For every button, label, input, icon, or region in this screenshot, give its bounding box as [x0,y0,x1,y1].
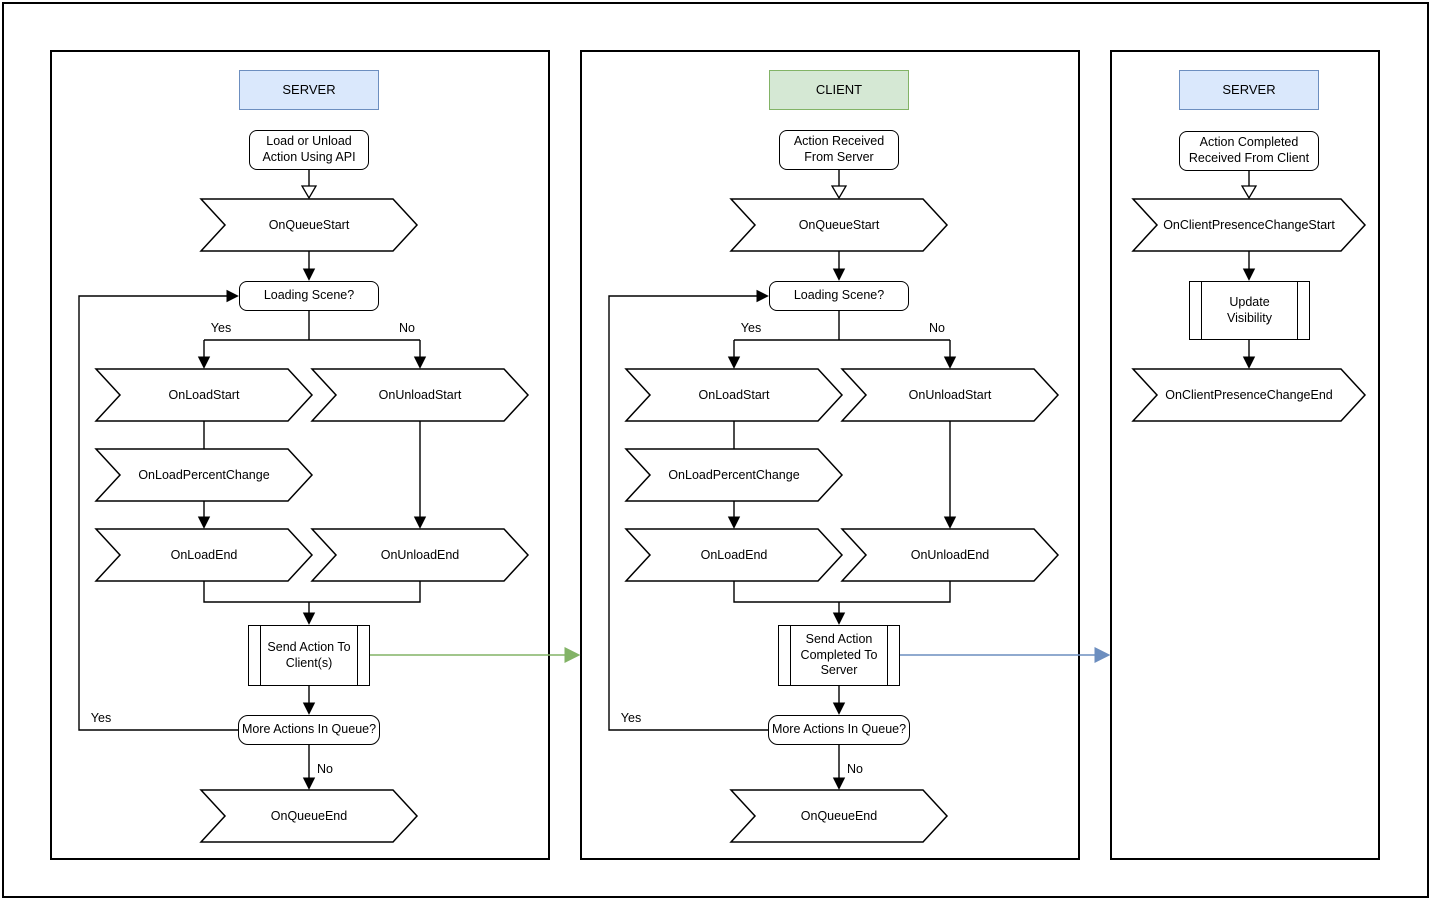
open-arrowhead-p3 [1240,185,1258,200]
shape-p1-onloadend [94,528,314,582]
shape-p3-onclientpresencechangeend [1131,368,1367,422]
open-arrowhead-p1 [300,185,318,200]
p2-entry-label: Action Received From Server [793,134,885,164]
shape-p2-onqueueend [729,789,949,843]
p2-send-left-bar [790,626,791,685]
conn-p1-merge [203,581,421,603]
server2-header: SERVER [1179,70,1319,110]
p1-more-actions-label: More Actions In Queue? [241,722,377,737]
panel-client [580,50,1080,860]
p2-loading-scene-label: Loading Scene? [793,288,885,303]
p2-loop-yes-label: Yes [620,711,642,725]
p1-send-action-node: Send Action To Client(s) [248,625,370,686]
shape-p3-onclientpresencechangestart [1131,198,1367,252]
p1-send-label: Send Action To Client(s) [267,639,351,670]
shape-p1-onloadpercentchange [94,448,314,502]
shape-p1-onunloadstart [310,368,530,422]
server-header-label: SERVER [282,81,336,97]
p1-loading-scene-node: Loading Scene? [239,281,379,311]
p1-entry-label: Load or Unload Action Using API [262,134,356,164]
conn-p2-branch-split [734,311,950,341]
shape-p2-onunloadstart [840,368,1060,422]
p1-send-right-bar [357,626,358,685]
conn-p1-branch-split [204,311,420,341]
p2-queueend-no-label: No [847,762,863,776]
conn-p2-yes-loopback [608,289,769,731]
panel-server-inbound [1110,50,1380,860]
open-arrowhead-p2 [830,185,848,200]
p1-entry-node: Load or Unload Action Using API [249,130,369,170]
server-header: SERVER [239,70,379,110]
p2-send-right-bar [887,626,888,685]
p1-branch-no-label: No [399,321,415,335]
p2-branch-no-label: No [929,321,945,335]
p2-loading-scene-node: Loading Scene? [769,281,909,311]
shape-p2-onloadpercentchange [624,448,844,502]
shape-p1-onqueueend [199,789,419,843]
conn-p2-merge [733,581,951,603]
p2-more-actions-label: More Actions In Queue? [771,722,907,737]
client-header-label: CLIENT [815,81,863,97]
shape-p1-onloadstart [94,368,314,422]
p2-send-label: Send Action Completed To Server [800,632,878,678]
shape-p2-onloadstart [624,368,844,422]
p3-update-visibility-node: Update Visibility [1189,281,1310,340]
p2-more-actions-node: More Actions In Queue? [768,715,910,745]
p1-queueend-no-label: No [317,762,333,776]
p2-send-action-node: Send Action Completed To Server [778,625,900,686]
shape-p1-onqueuestart [199,198,419,252]
p1-branch-yes-label: Yes [210,321,232,335]
p1-loop-yes-label: Yes [90,711,112,725]
conn-p1-yes-loopback [78,289,239,731]
server2-header-label: SERVER [1222,81,1276,97]
p3-update-left-bar [1201,282,1202,339]
p3-update-right-bar [1297,282,1298,339]
p1-send-left-bar [260,626,261,685]
p3-update-visibility-label: Update Visibility [1227,294,1272,325]
p2-branch-yes-label: Yes [740,321,762,335]
panel-server-outbound [50,50,550,860]
client-header: CLIENT [769,70,909,110]
shape-p1-onunloadend [310,528,530,582]
p1-more-actions-node: More Actions In Queue? [238,715,380,745]
p3-entry-label: Action Completed Received From Client [1188,135,1310,165]
p2-entry-node: Action Received From Server [779,130,899,170]
p3-entry-node: Action Completed Received From Client [1179,131,1319,171]
shape-p2-onqueuestart [729,198,949,252]
shape-p2-onloadend [624,528,844,582]
shape-p2-onunloadend [840,528,1060,582]
p1-loading-scene-label: Loading Scene? [263,288,355,303]
